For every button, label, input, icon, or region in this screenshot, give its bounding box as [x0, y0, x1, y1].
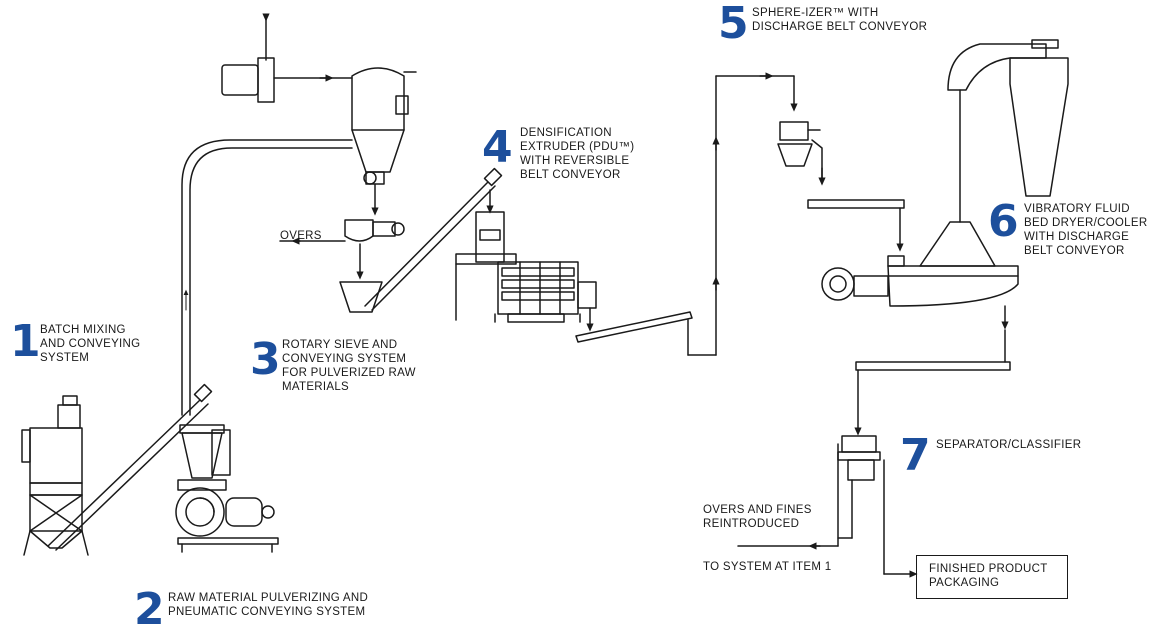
step-6-number: 6: [988, 196, 1019, 247]
belt-conveyor-4: [575, 72, 798, 356]
step-5-number: 5: [718, 0, 749, 49]
pulverizer-equipment: [175, 424, 279, 553]
step-2-number: 2: [134, 584, 165, 635]
pneumatic-line: [181, 139, 353, 416]
step-3-number: 3: [250, 334, 281, 385]
sphere-izer-equipment: [777, 121, 905, 252]
overs-label: OVERS: [280, 230, 322, 242]
batch-mixer-equipment: [21, 395, 89, 556]
extruder-equipment: [455, 189, 597, 332]
to-system-label: TO SYSTEM AT ITEM 1: [703, 561, 832, 573]
dryer-equipment: [821, 39, 1069, 436]
step-4-number: 4: [482, 122, 513, 173]
step-7-label: SEPARATOR/CLASSIFIER: [936, 439, 1082, 451]
receiver-cyclone-equipment: [221, 13, 417, 313]
screw-conveyor-1: [47, 383, 213, 551]
separator-equipment: [737, 435, 918, 578]
screw-conveyor-3: [364, 167, 503, 311]
step-7-number: 7: [900, 430, 931, 481]
step-1-number: 1: [10, 316, 41, 367]
